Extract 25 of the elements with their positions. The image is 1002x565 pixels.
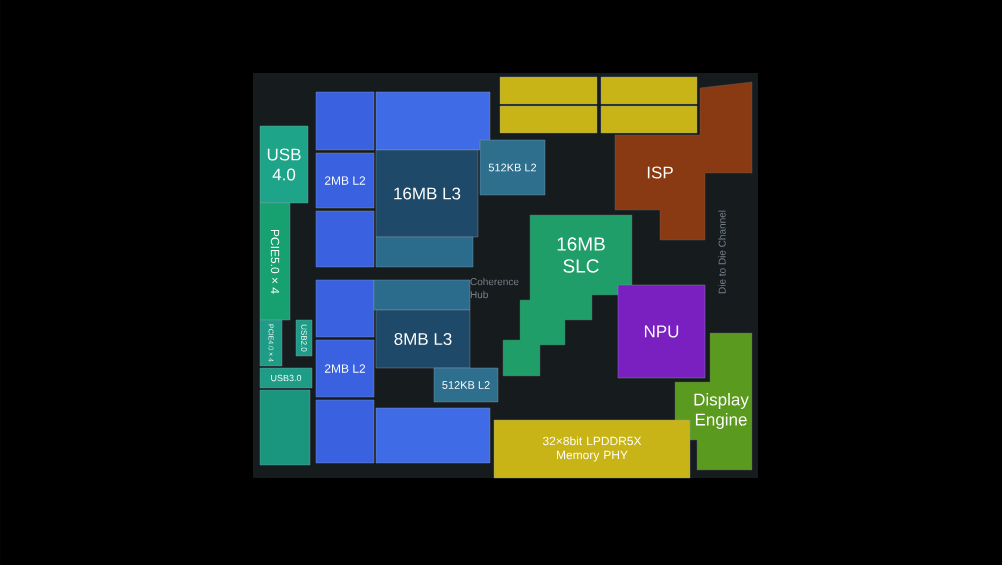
cache-block: 2MB L2 <box>315 152 375 209</box>
cache-block: 512KB L2 <box>479 139 546 196</box>
core-block <box>375 407 491 464</box>
cache-block: 8MB L3 <box>375 309 471 369</box>
port-block: USB2.0 <box>295 319 313 357</box>
core-block <box>315 91 375 151</box>
port-block: PCIE5.0 × 4 <box>259 202 291 321</box>
core-block <box>315 210 375 268</box>
cache-block: 2MB L2 <box>315 339 375 398</box>
core-block <box>373 279 471 311</box>
core-block <box>375 91 491 151</box>
memory-phy-block <box>499 76 598 105</box>
memory-phy-block <box>600 105 698 134</box>
memory-phy-block <box>499 105 598 134</box>
npu-block: NPU <box>617 284 706 379</box>
core-block <box>315 279 375 338</box>
memory-phy-block <box>600 76 698 105</box>
memory-phy-block: 32×8bit LPDDR5X Memory PHY <box>493 419 691 479</box>
cache-block: 512KB L2 <box>433 367 499 403</box>
port-block: USB 4.0 <box>259 125 309 204</box>
cache-block: 16MB L3 <box>375 149 479 238</box>
core-block <box>315 399 375 464</box>
core-block <box>375 236 474 268</box>
port-block: USB3.0 <box>259 367 313 389</box>
port-block <box>259 389 311 466</box>
